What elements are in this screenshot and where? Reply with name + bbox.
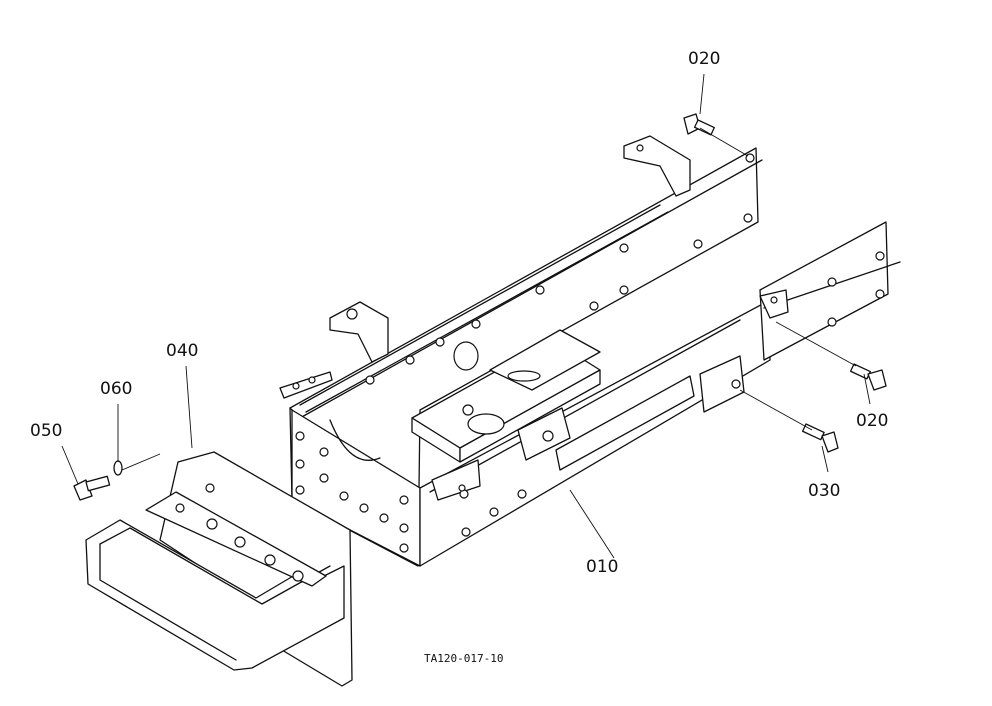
bolt-050 bbox=[73, 475, 111, 501]
callout-labels: 020 020 030 010 040 060 050 TA120-017-10 bbox=[30, 49, 888, 665]
frame-holes bbox=[292, 144, 885, 553]
washer-060 bbox=[113, 460, 123, 476]
label-040: 040 bbox=[166, 341, 198, 361]
label-050: 050 bbox=[30, 421, 62, 441]
bolt-020-right bbox=[849, 363, 887, 391]
leader-lines bbox=[61, 73, 871, 559]
frame-010 bbox=[279, 135, 901, 567]
label-020-right: 020 bbox=[856, 411, 888, 431]
label-020-top: 020 bbox=[688, 49, 720, 69]
label-030: 030 bbox=[808, 481, 840, 501]
label-010: 010 bbox=[586, 557, 618, 577]
drawing-code: TA120-017-10 bbox=[424, 652, 503, 665]
step-040 bbox=[85, 451, 353, 687]
label-060: 060 bbox=[100, 379, 132, 399]
bolt-020-top bbox=[683, 113, 715, 136]
